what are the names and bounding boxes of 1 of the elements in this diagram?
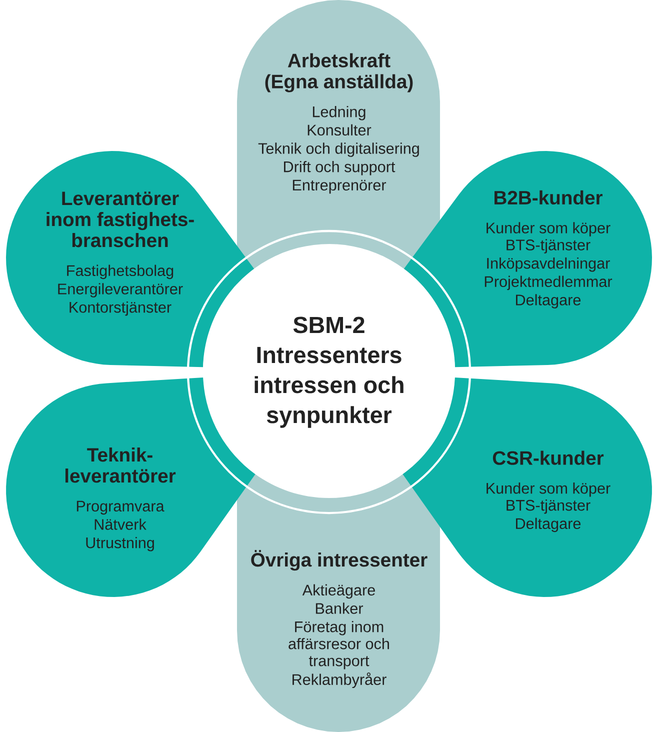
petal: Leverantörer inom fastighets-branschen Fastighetsbolag Energileverantörer Kontorstjänster <box>6 151 254 368</box>
